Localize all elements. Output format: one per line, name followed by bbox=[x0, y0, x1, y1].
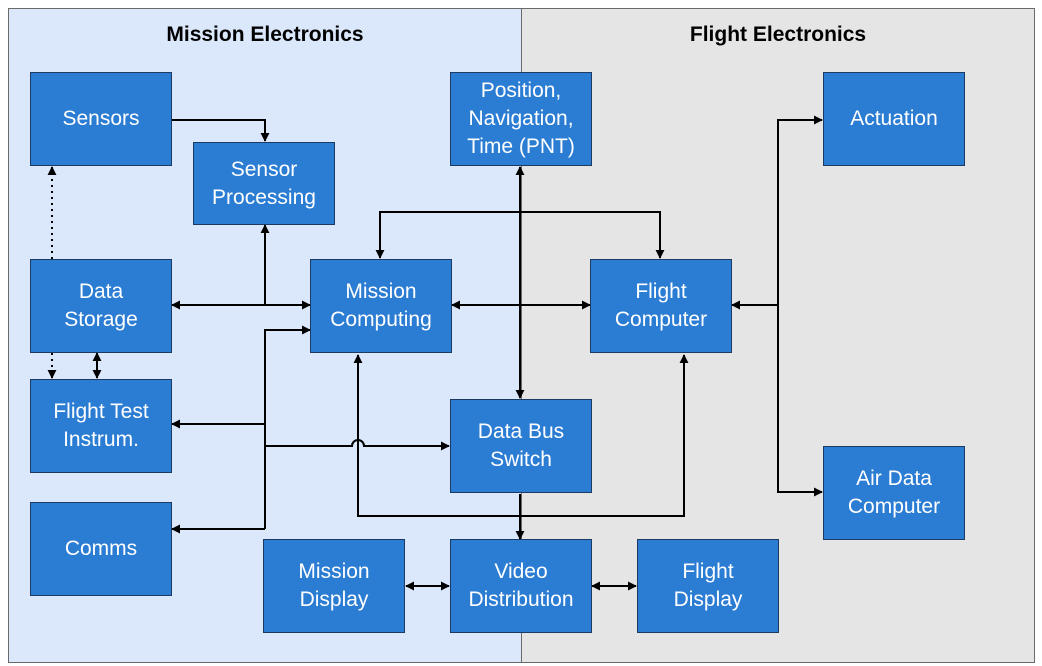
video-distribution-box[interactable]: Video Distribution bbox=[450, 539, 592, 633]
flight-computer-box[interactable]: Flight Computer bbox=[590, 259, 732, 353]
comms-box[interactable]: Comms bbox=[30, 502, 172, 596]
flight-electronics-title: Flight Electronics bbox=[689, 23, 867, 46]
sensors-box[interactable]: Sensors bbox=[30, 72, 172, 166]
sensor-processing-box[interactable]: Sensor Processing bbox=[193, 142, 335, 225]
mission-computing-box[interactable]: Mission Computing bbox=[310, 259, 452, 353]
data-storage-box[interactable]: Data Storage bbox=[30, 259, 172, 353]
mission-electronics-title: Mission Electronics bbox=[166, 23, 364, 46]
flight-test-instrum-box[interactable]: Flight Test Instrum. bbox=[30, 379, 172, 473]
mission-display-box[interactable]: Mission Display bbox=[263, 539, 405, 633]
data-bus-switch-box[interactable]: Data Bus Switch bbox=[450, 399, 592, 493]
actuation-box[interactable]: Actuation bbox=[823, 72, 965, 166]
pnt-box[interactable]: Position, Navigation, Time (PNT) bbox=[450, 72, 592, 166]
air-data-computer-box[interactable]: Air Data Computer bbox=[823, 446, 965, 540]
flight-display-box[interactable]: Flight Display bbox=[637, 539, 779, 633]
